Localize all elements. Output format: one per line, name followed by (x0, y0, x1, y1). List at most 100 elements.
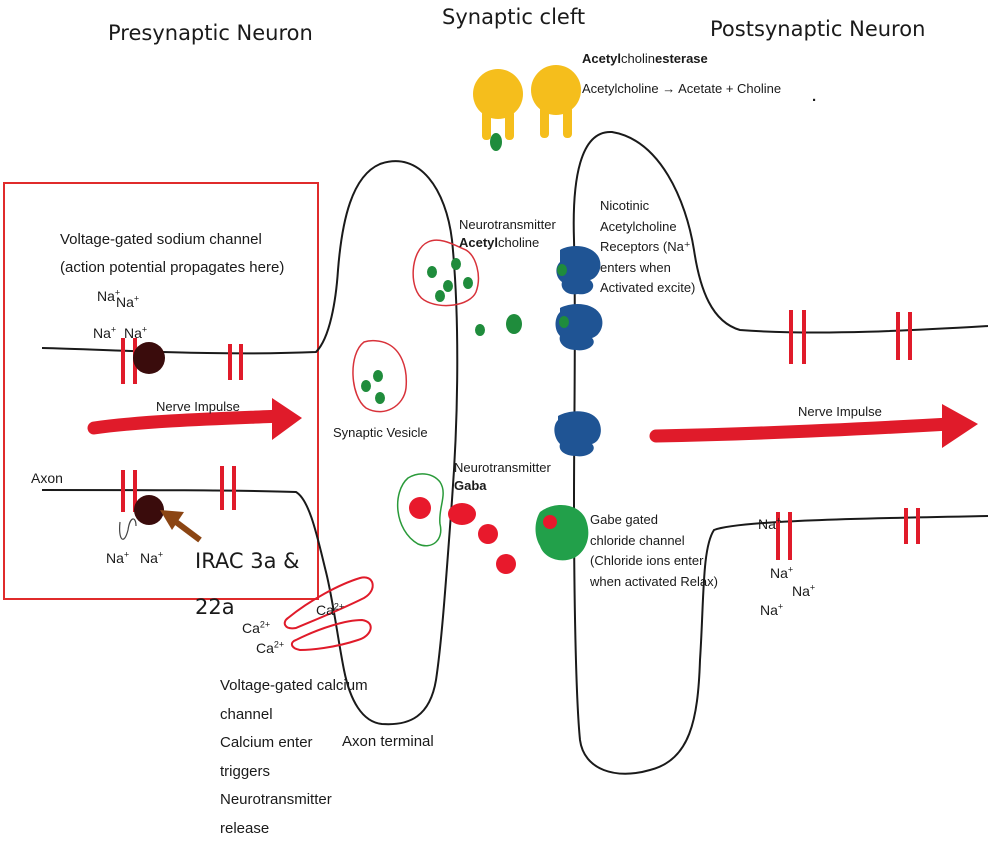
sodium-channel-pre-1 (121, 338, 137, 384)
nt-gaba-line2: Gaba (454, 478, 487, 494)
acetylcholine-molecule (475, 324, 485, 336)
gaba-molecule (543, 515, 557, 529)
stray-dot: . (812, 88, 817, 105)
axon-label: Axon (31, 470, 63, 486)
vgcc-line-6: release (220, 819, 270, 837)
na-ion-8: Na+ (770, 564, 794, 581)
nicotinic-receptor-2 (555, 304, 603, 351)
title-presynaptic: Presynaptic Neuron (108, 21, 313, 45)
axon-terminal-label: Axon terminal (342, 733, 434, 750)
acetylcholine-molecule (375, 392, 385, 404)
nerve-impulse-arrow-post (649, 404, 978, 448)
nicotinic-receptor-1 (556, 246, 601, 295)
acetylcholine-molecule (451, 258, 461, 270)
gaba-molecule (409, 497, 431, 519)
nicotinic-line-5: Activated excite) (600, 280, 696, 295)
acetylcholine-molecule (427, 266, 437, 278)
na-ion-1: Na+ (97, 287, 121, 304)
nicotinic-line-1: Nicotinic (600, 198, 650, 213)
nerve-impulse-label-post: Nerve Impulse (798, 404, 882, 419)
nicotinic-caption: Nicotinic Acetylcholine Receptors (Na⁺ e… (600, 196, 695, 299)
enzyme-name-normal: cholin (621, 51, 655, 66)
insecticide-molecule-1 (133, 342, 165, 374)
acetylcholine-molecule (443, 280, 453, 292)
vgcc-line-3: Calcium enter (220, 734, 313, 751)
highlight-box (3, 182, 319, 600)
na-ion-10: Na+ (760, 601, 784, 618)
vesicle-outline-empty (352, 339, 408, 413)
gaba-channel-line-2: chloride channel (590, 532, 685, 548)
sodium-channel-pre-4 (220, 466, 236, 510)
vgcc-line-4: triggers (220, 762, 271, 780)
reaction-arrow-icon: → (662, 81, 676, 96)
ion-squiggle (119, 518, 137, 540)
acetylcholine-in-enzyme (490, 133, 502, 151)
vgsc-label-line1: Voltage-gated sodium channel (60, 231, 262, 248)
vgcc-caption: Voltage-gated calcium channel Calcium en… (220, 672, 368, 843)
ca-ion-2: Ca2+ (242, 619, 271, 636)
acetylcholine-molecule (559, 316, 569, 328)
vesicle-outline-ach (412, 239, 480, 307)
acetylcholine-molecule (506, 314, 522, 334)
ca-ion-1: Ca2+ (316, 601, 345, 618)
gaba-channel-line-4: when activated Relax) (590, 573, 718, 589)
vgcc-line-5: Neurotransmitter (220, 791, 332, 808)
nerve-impulse-label-pre: Nerve Impulse (156, 399, 240, 414)
nicotinic-line-4: enters when (600, 259, 671, 275)
vesicle-outline-gaba (396, 473, 444, 547)
nt-gaba-label: Neurotransmitter Gaba (454, 459, 551, 495)
nicotinic-line-2: Acetylcholine (600, 218, 677, 234)
nicotinic-line-3: Receptors (Na⁺ (600, 239, 691, 254)
irac-pointer-arrow (160, 510, 202, 543)
insecticide-molecule-2 (134, 495, 164, 525)
title-synaptic-cleft: Synaptic cleft (442, 5, 586, 29)
title-postsynaptic: Postsynaptic Neuron (710, 17, 926, 41)
nicotinic-receptor-3 (554, 411, 601, 457)
acetylcholine-molecule (463, 277, 473, 289)
sodium-channel-post-3 (776, 512, 792, 560)
nt-ach-line1: Neurotransmitter (459, 217, 556, 232)
calcium-channel (283, 576, 374, 652)
reaction-reactant: Acetylcholine (582, 81, 659, 96)
vgcc-line-1: Voltage-gated calcium (220, 677, 368, 694)
sodium-channel-post-1 (789, 310, 806, 364)
synaptic-vesicle-label: Synaptic Vesicle (333, 425, 428, 440)
nt-ach-line2: Acetylcholine (459, 235, 540, 251)
irac-label-line2: 22a (195, 595, 235, 619)
irac-label-line1: IRAC 3a & (195, 549, 300, 573)
postsynaptic-membrane (572, 130, 988, 775)
nerve-impulse-arrow-pre (87, 398, 302, 440)
nt-ach-label: Neurotransmitter Acetylcholine (459, 216, 556, 252)
na-ion-5: Na+ (106, 549, 130, 566)
acetylcholine-molecule (361, 380, 371, 392)
acetylcholinesterase-enzyme-1 (473, 69, 523, 140)
gaba-molecule (496, 554, 516, 574)
ca-ion-3: Ca2+ (256, 639, 285, 656)
na-ion-6: Na+ (140, 549, 164, 566)
enzyme-name-bold-2: esterase (655, 51, 708, 66)
gaba-channel-caption: Gabe gated chloride channel (Chloride io… (590, 510, 718, 592)
acetylcholinesterase-enzyme-2 (531, 65, 581, 138)
na-ion-4: Na+ (124, 324, 148, 341)
reaction-products: Acetate + Choline (678, 81, 782, 96)
na-ion-3: Na+ (93, 324, 117, 341)
gaba-molecule (478, 524, 498, 544)
acetylcholine-molecule (435, 290, 445, 302)
vgsc-label-line2: (action potential propagates here) (60, 259, 285, 276)
nt-gaba-line1: Neurotransmitter (454, 460, 551, 475)
enzyme-name: Acetylcholinesterase (582, 51, 708, 67)
sodium-channel-post-4 (904, 508, 920, 544)
gaba-channel-line-1: Gabe gated (590, 512, 658, 527)
na-ion-9: Na+ (792, 582, 816, 599)
gaba-channel-line-3: (Chloride ions enter (590, 553, 704, 568)
enzyme-name-bold-1: Acetyl (582, 51, 622, 66)
sodium-channel-pre-2 (228, 344, 243, 380)
enzyme-reaction: Acetylcholine → Acetate + Choline (582, 81, 781, 97)
gaba-molecule (448, 503, 476, 525)
na-ion-2: Na+ (116, 293, 140, 310)
gaba-chloride-channel (535, 505, 589, 561)
acetylcholine-molecule (373, 370, 383, 382)
na-ion-7: Na+ (758, 515, 782, 532)
